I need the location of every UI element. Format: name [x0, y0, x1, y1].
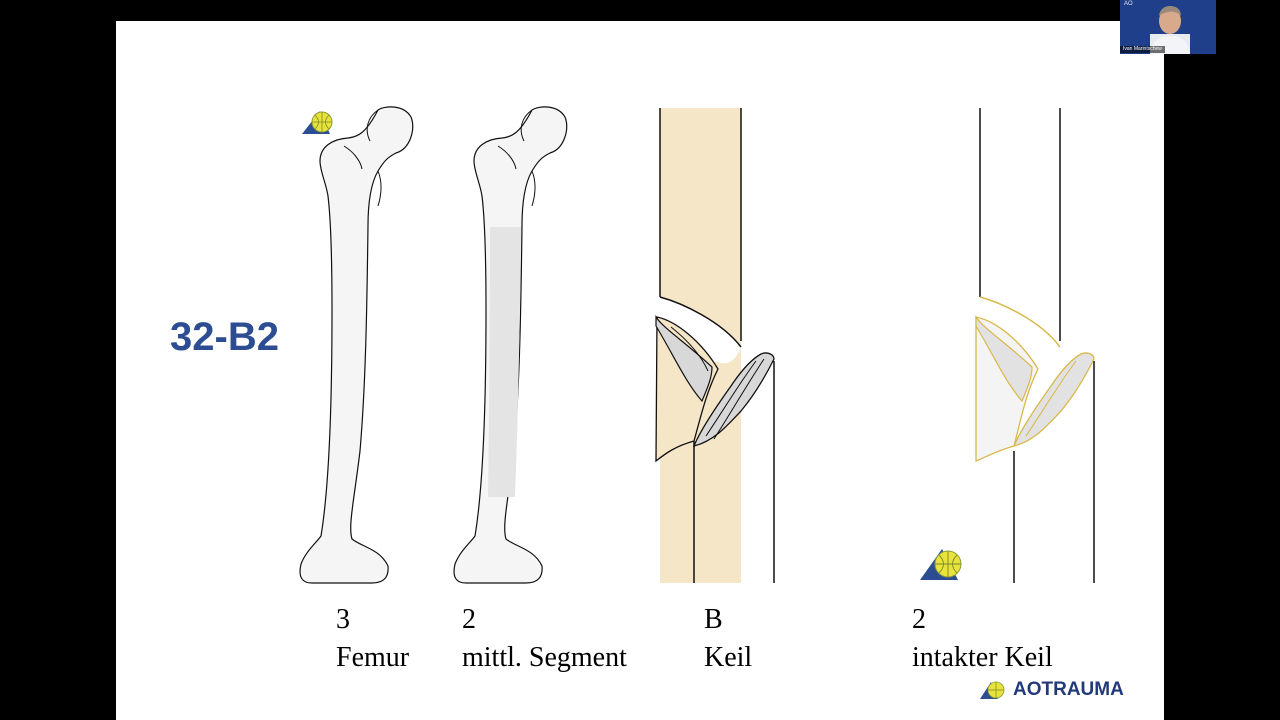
- caption-middle-segment: 2 mittl. Segment: [462, 601, 627, 677]
- caption-number: B: [704, 604, 723, 635]
- ao-logo-text: AO: [1124, 1, 1133, 7]
- caption-label: Femur: [336, 642, 410, 673]
- caption-wedge: B Keil: [704, 601, 752, 677]
- caption-number: 2: [462, 604, 476, 635]
- caption-number: 2: [912, 604, 926, 635]
- caption-label: intakter Keil: [912, 642, 1053, 673]
- caption-label: mittl. Segment: [462, 642, 627, 673]
- participant-video-thumbnail[interactable]: AO Ivan Marintschew: [1120, 0, 1216, 54]
- caption-intact-wedge: 2 intakter Keil: [912, 601, 1053, 677]
- caption-number: 3: [336, 604, 350, 635]
- ao-logo-icon: [302, 111, 333, 134]
- caption-femur: 3 Femur: [336, 601, 409, 677]
- ao-logo-icon: [920, 549, 962, 580]
- wedge-fracture-diagram: [655, 108, 775, 583]
- classification-code: 32-B2: [170, 315, 279, 359]
- aotrauma-logo: AOTRAUMA: [979, 679, 1124, 701]
- brand-name: AOTRAUMA: [1013, 679, 1124, 700]
- presentation-slide: 32-B2: [116, 21, 1164, 720]
- participant-name: Ivan Marintschew: [1120, 46, 1165, 53]
- intact-wedge-diagram: [975, 108, 1095, 583]
- femur-middle-segment: [453, 106, 568, 584]
- femur-illustrations: [299, 106, 1095, 584]
- femur-whole: [299, 106, 414, 584]
- caption-label: Keil: [704, 642, 753, 673]
- ao-globe-icon: [980, 681, 1005, 699]
